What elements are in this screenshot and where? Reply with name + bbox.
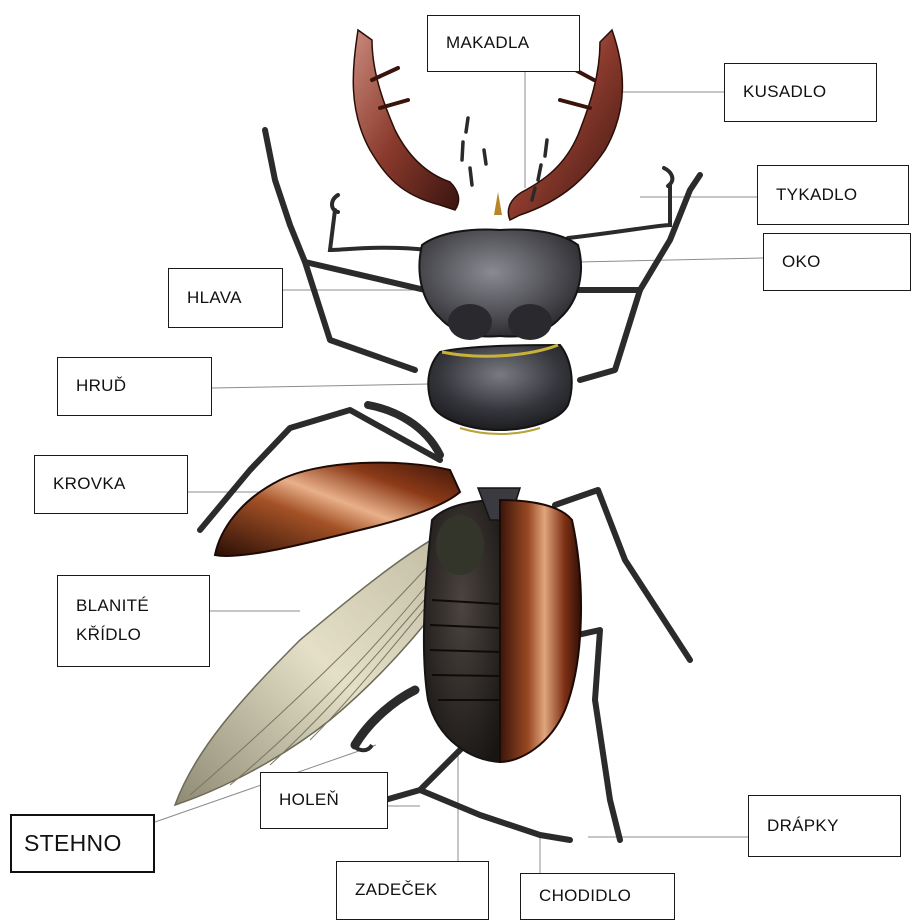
palps xyxy=(462,118,547,200)
label-hrud: HRUĎ xyxy=(57,357,212,416)
label-blanite-kridlo: BLANITÉ KŘÍDLO xyxy=(57,575,210,667)
head xyxy=(419,230,581,337)
label-zadecek: ZADEČEK xyxy=(336,861,489,920)
label-blanite-line1: BLANITÉ xyxy=(76,592,149,621)
label-krovka: KROVKA xyxy=(34,455,188,514)
label-tykadlo: TYKADLO xyxy=(757,165,909,225)
label-stehno: STEHNO xyxy=(10,814,155,873)
label-chodidlo: CHODIDLO xyxy=(520,873,675,920)
closed-elytron xyxy=(500,500,581,762)
label-makadla: MAKADLA xyxy=(427,15,580,72)
label-blanite-line2: KŘÍDLO xyxy=(76,621,141,650)
label-holen: HOLEŇ xyxy=(260,772,388,829)
label-hlava: HLAVA xyxy=(168,268,283,328)
open-elytron xyxy=(215,463,460,556)
label-drapky: DRÁPKY xyxy=(748,795,901,857)
label-oko: OKO xyxy=(763,233,911,291)
label-kusadlo: KUSADLO xyxy=(724,63,877,122)
thorax xyxy=(428,345,571,430)
